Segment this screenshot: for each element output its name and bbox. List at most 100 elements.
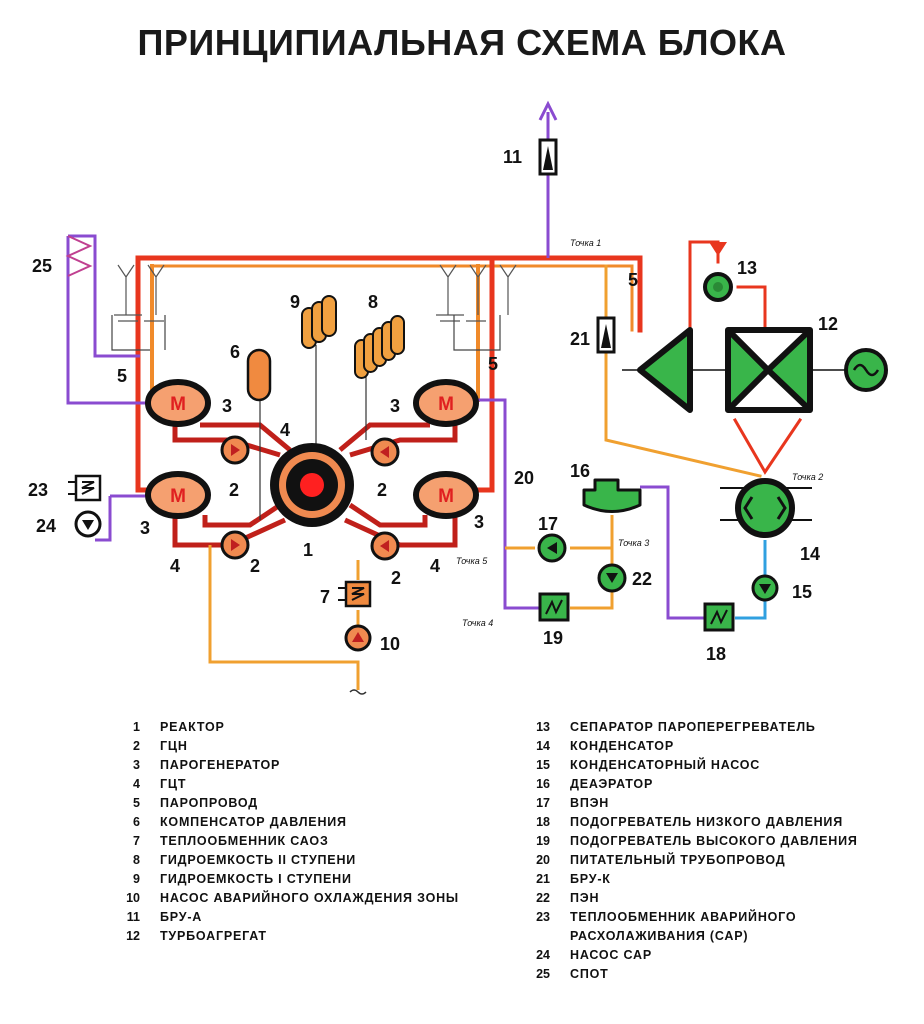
label-8: 8 <box>368 292 378 312</box>
legend-item-text: БРУ-К <box>570 872 611 886</box>
steam-generator-ur <box>413 379 479 427</box>
legend-item-number: 12 <box>126 929 140 943</box>
legend-item-text: ПОДОГРЕВАТЕЛЬ НИЗКОГО ДАВЛЕНИЯ <box>570 815 844 829</box>
legend-item: 1 РЕАКТОР <box>110 718 530 737</box>
legend-item-number: 24 <box>536 948 550 962</box>
label-20: 20 <box>514 468 534 488</box>
hp-heater <box>538 592 570 622</box>
label-9: 9 <box>290 292 300 312</box>
main-circulation-pumps <box>220 435 400 561</box>
legend-item-number: 20 <box>536 853 550 867</box>
bru-k-valve <box>596 316 616 354</box>
mcp-ul <box>220 435 250 465</box>
label-3-ul: 3 <box>222 396 232 416</box>
sg-label-ul: M <box>170 394 186 415</box>
legend-item-number: 2 <box>133 739 140 753</box>
eccs-lines <box>208 545 360 690</box>
eccs-end-tilde <box>349 689 367 695</box>
lp-heater <box>703 602 735 632</box>
label-2-ul: 2 <box>229 480 239 500</box>
condenser <box>720 478 812 538</box>
label-21: 21 <box>570 329 590 349</box>
label-24: 24 <box>36 516 56 536</box>
mcp-lr <box>370 531 400 561</box>
legend-item-number: 23 <box>536 910 550 924</box>
bru-a-valve <box>538 138 558 176</box>
legend-item-number: 22 <box>536 891 550 905</box>
label-5-left: 5 <box>117 366 127 386</box>
legend-item-number: 5 <box>133 796 140 810</box>
mcp-ll <box>220 530 250 560</box>
gct-upper-left <box>172 420 281 458</box>
legend-item-text: РЕАКТОР <box>160 720 225 734</box>
legend-item: 24 НАСОС САР <box>520 946 920 965</box>
legend-item: 23 ТЕПЛООБМЕННИК АВАРИЙНОГО РАСХОЛАЖИВАНИ… <box>520 908 920 946</box>
legend-item: 2 ГЦН <box>110 737 530 756</box>
saoz-heat-exchanger <box>338 580 372 608</box>
legend-item-number: 19 <box>536 834 550 848</box>
legend-item-number: 25 <box>536 967 550 981</box>
condensate-pump <box>751 574 779 602</box>
legend-item-text: ДЕАЭРАТОР <box>570 777 654 791</box>
legend-item-text: КОНДЕНСАТОРНЫЙ НАСОС <box>570 758 761 772</box>
legend-item-number: 7 <box>133 834 140 848</box>
legend-item-text: ПАРОГЕНЕРАТОР <box>160 758 281 772</box>
sar-heat-exchanger <box>68 474 102 502</box>
turbine-hp <box>637 327 693 413</box>
label-3-lr: 3 <box>474 512 484 532</box>
aux-feed-pump <box>537 533 567 563</box>
valve-drop-left <box>111 315 166 351</box>
gct-upper-right-2 <box>338 422 430 452</box>
label-4-left: 4 <box>170 556 180 576</box>
spot-line-2 <box>66 236 150 405</box>
gct-lower-left <box>172 510 287 548</box>
legend-item-text: СЕПАРАТОР ПАРОПЕРЕГРЕВАТЕЛЬ <box>570 720 816 734</box>
eccs-pump <box>344 624 372 652</box>
point-4-label: Точка 4 <box>462 618 493 628</box>
label-5-turbine: 5 <box>628 270 638 290</box>
legend-item-text: НАСОС АВАРИЙНОГО ОХЛАЖДЕНИЯ ЗОНЫ <box>160 891 459 905</box>
point-labels: Точка 1 Точка 2 Точка 3 Точка 4 Точка 5 <box>456 238 823 628</box>
label-2-ur: 2 <box>377 480 387 500</box>
legend-item-text: ГЦТ <box>160 777 187 791</box>
legend-item-number: 6 <box>133 815 140 829</box>
legend-item-text: ТУРБОАГРЕГАТ <box>160 929 267 943</box>
legend-item-number: 1 <box>133 720 140 734</box>
legend-item-number: 4 <box>133 777 140 791</box>
legend-item-text: КОНДЕНСАТОР <box>570 739 674 753</box>
label-23: 23 <box>28 480 48 500</box>
legend-item-text: БРУ-А <box>160 910 203 924</box>
point-2-label: Точка 2 <box>792 472 823 482</box>
legend-item-text: ГЦН <box>160 739 188 753</box>
lp-heater-line <box>640 485 705 620</box>
mcp-ur <box>370 437 400 467</box>
deaerator <box>582 478 642 513</box>
label-7: 7 <box>320 587 330 607</box>
legend-item-number: 16 <box>536 777 550 791</box>
number-labels: 1 2 2 2 2 3 3 3 3 4 4 4 5 5 5 6 7 8 9 10… <box>28 147 838 664</box>
legend-item-text: ТЕПЛООБМЕННИК АВАРИЙНОГО РАСХОЛАЖИВАНИЯ … <box>570 910 797 943</box>
label-3-ll: 3 <box>140 518 150 538</box>
pen-line <box>570 548 614 610</box>
turbine <box>622 327 888 413</box>
sar-pump <box>74 510 102 538</box>
legend-item-number: 18 <box>536 815 550 829</box>
spot-line <box>68 234 140 358</box>
steam-lines <box>135 240 803 493</box>
legend-item-text: НАСОС САР <box>570 948 652 962</box>
legend-item-number: 17 <box>536 796 550 810</box>
legend-item-number: 9 <box>133 872 140 886</box>
accumulator-stage-2 <box>354 315 405 379</box>
feed-line <box>478 398 540 610</box>
label-22: 22 <box>632 569 652 589</box>
steam-generator-ul <box>145 379 211 427</box>
point-3-label: Точка 3 <box>618 538 649 548</box>
